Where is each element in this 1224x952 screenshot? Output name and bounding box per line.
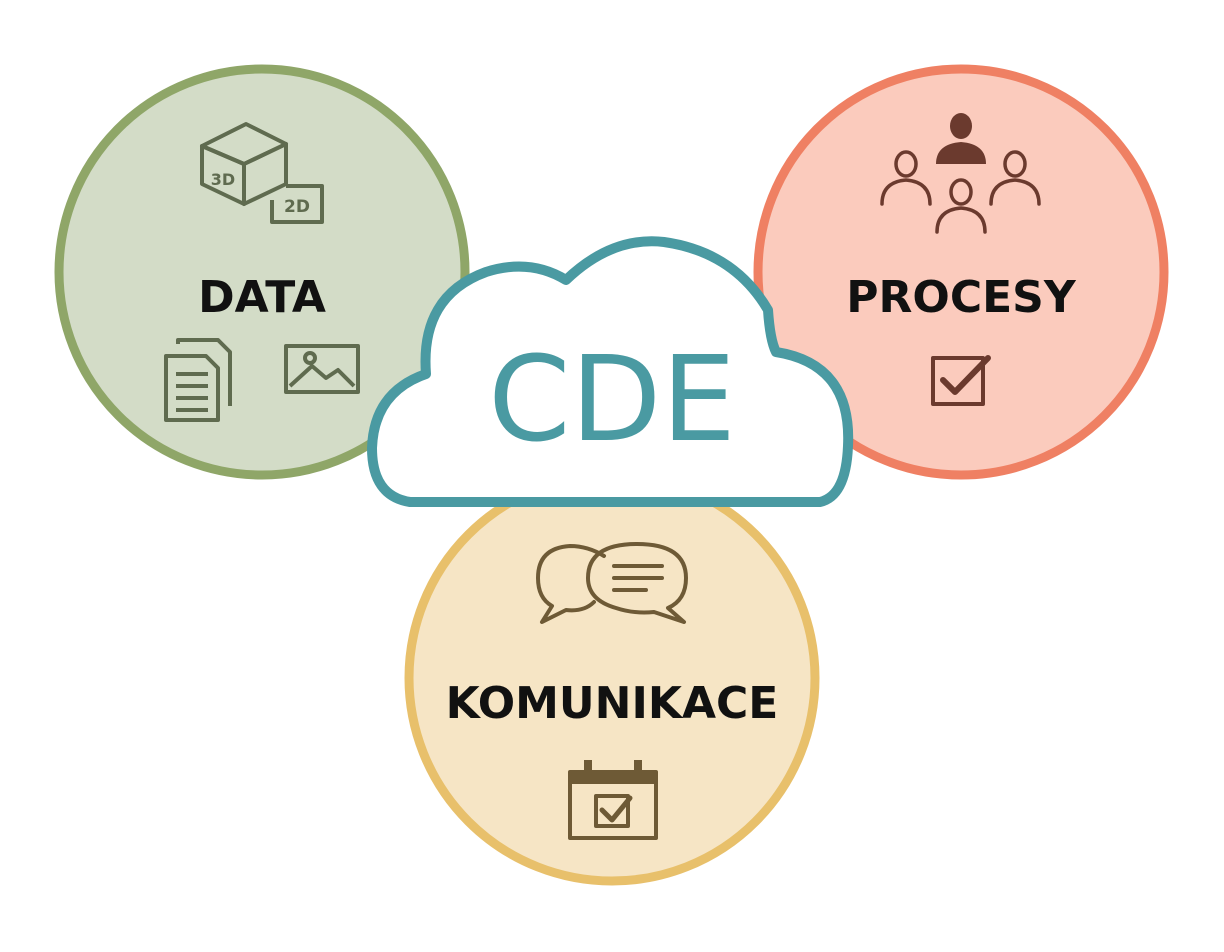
image-icon	[284, 344, 360, 394]
cloud-icon	[367, 236, 854, 507]
documents-icon	[164, 338, 232, 422]
komunikace-label: KOMUNIKACE	[446, 678, 779, 729]
checkbox-icon	[931, 355, 991, 406]
cde-cloud: CDE	[367, 236, 854, 507]
procesy-circle: PROCESY	[753, 64, 1169, 480]
chat-bubbles-icon	[536, 542, 688, 624]
data-circle: 3D 2D DATA	[54, 64, 470, 480]
team-icon	[880, 113, 1041, 234]
procesy-label: PROCESY	[846, 272, 1077, 323]
komunikace-circle: KOMUNIKACE	[404, 470, 820, 886]
cube-3d-text: 3D	[211, 170, 235, 189]
cube-3d-icon: 3D 2D	[200, 122, 324, 224]
doc-2d-text: 2D	[284, 197, 310, 217]
calendar-check-icon	[568, 760, 658, 840]
data-label: DATA	[198, 272, 326, 323]
cde-label: CDE	[488, 330, 736, 468]
